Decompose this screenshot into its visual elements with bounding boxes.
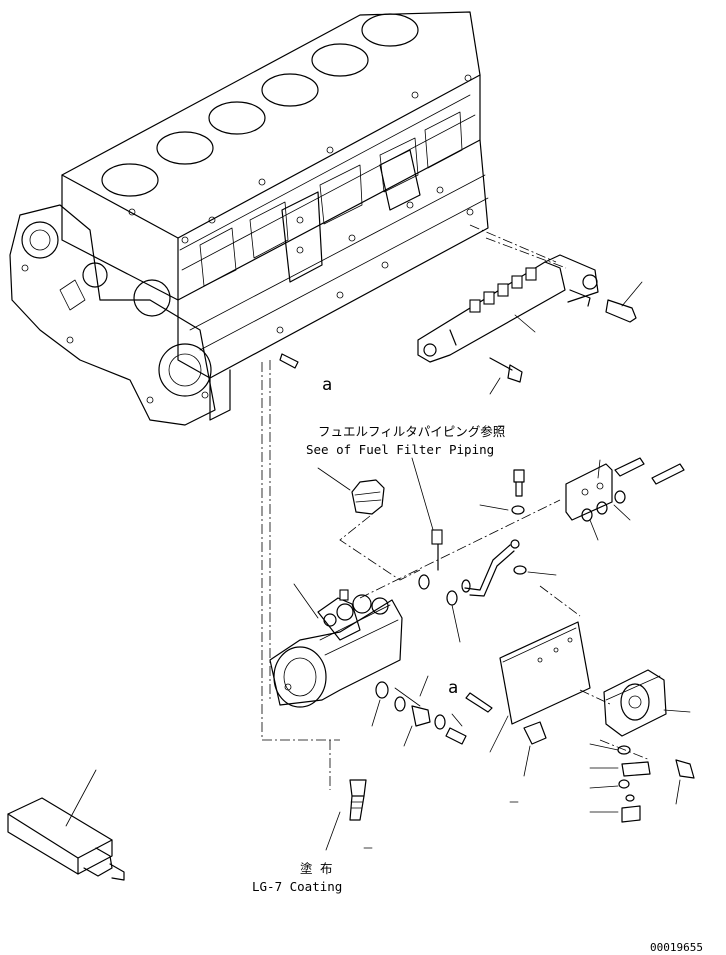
installation-tool bbox=[7, 797, 125, 881]
leader-pump-bolt-d bbox=[419, 675, 429, 697]
fittings-right bbox=[565, 457, 685, 522]
leader-pipe bbox=[451, 604, 461, 643]
drawing-number: 00019655 bbox=[650, 941, 703, 954]
leader-pump bbox=[293, 583, 319, 619]
stud-bolt-coated bbox=[349, 779, 367, 821]
dowel-pin-upper bbox=[279, 353, 299, 369]
leader-breather bbox=[317, 467, 351, 491]
leader-right-a bbox=[589, 743, 619, 751]
leader-pump-bolt-a bbox=[371, 699, 381, 727]
leader-fitting-c bbox=[589, 519, 599, 541]
gallery-bolt-lower bbox=[489, 357, 523, 383]
leader-fuel-filter bbox=[411, 457, 437, 541]
leader-cover-plate bbox=[489, 715, 509, 753]
injection-pump bbox=[269, 589, 403, 708]
leader-fitting-b bbox=[613, 504, 631, 521]
leader-gallery-bolt bbox=[621, 281, 643, 307]
leader-washer-top bbox=[479, 504, 509, 511]
banjo-bolt-top bbox=[511, 469, 525, 515]
leader-right-c bbox=[589, 785, 619, 789]
engine-block bbox=[9, 11, 489, 426]
parts-column-right bbox=[617, 745, 695, 823]
leader-stud-bolt bbox=[325, 811, 341, 851]
dowel-pin-lower bbox=[465, 692, 493, 713]
pump-bolts bbox=[375, 681, 467, 745]
leader-right-e bbox=[675, 779, 681, 805]
coating-en: LG-7 Coating bbox=[252, 879, 342, 894]
bracket-right bbox=[603, 669, 667, 737]
fuel-filter-ref-jp: フュエルフィルタパイピング参照 bbox=[318, 424, 505, 439]
gallery-nipples bbox=[469, 267, 537, 313]
fuel-pipe bbox=[431, 529, 520, 597]
coating-jp: 塗 布 bbox=[300, 861, 333, 876]
leader-pump-bolt-c bbox=[394, 687, 421, 707]
breather-cap bbox=[351, 479, 385, 515]
leader-bolt-cover bbox=[523, 745, 531, 777]
leader-tool bbox=[65, 769, 97, 827]
mark-a-upper: a bbox=[322, 375, 332, 395]
leader-bracket-right bbox=[663, 709, 691, 713]
leader-pump-bolt-e bbox=[451, 713, 463, 727]
leader-gallery-lower-bolt bbox=[489, 377, 501, 395]
phantom-line-left bbox=[261, 362, 340, 741]
fuel-filter-ref-en: See of Fuel Filter Piping bbox=[306, 442, 494, 457]
block-bolt-holes bbox=[128, 74, 474, 334]
cover-plate bbox=[499, 621, 591, 725]
washers-pump-inlet bbox=[418, 574, 471, 606]
fuel-gallery-block bbox=[417, 254, 599, 363]
gallery-bolt-right bbox=[605, 299, 637, 323]
leader-washer-mid bbox=[527, 571, 557, 576]
leader-fitting-a bbox=[597, 459, 601, 479]
leader-gallery-block bbox=[514, 314, 536, 333]
bolt-cover bbox=[523, 721, 547, 745]
mark-a-lower: a bbox=[448, 678, 458, 698]
cylinder-bores bbox=[101, 13, 419, 197]
leader-pump-bolt-b bbox=[403, 725, 413, 747]
